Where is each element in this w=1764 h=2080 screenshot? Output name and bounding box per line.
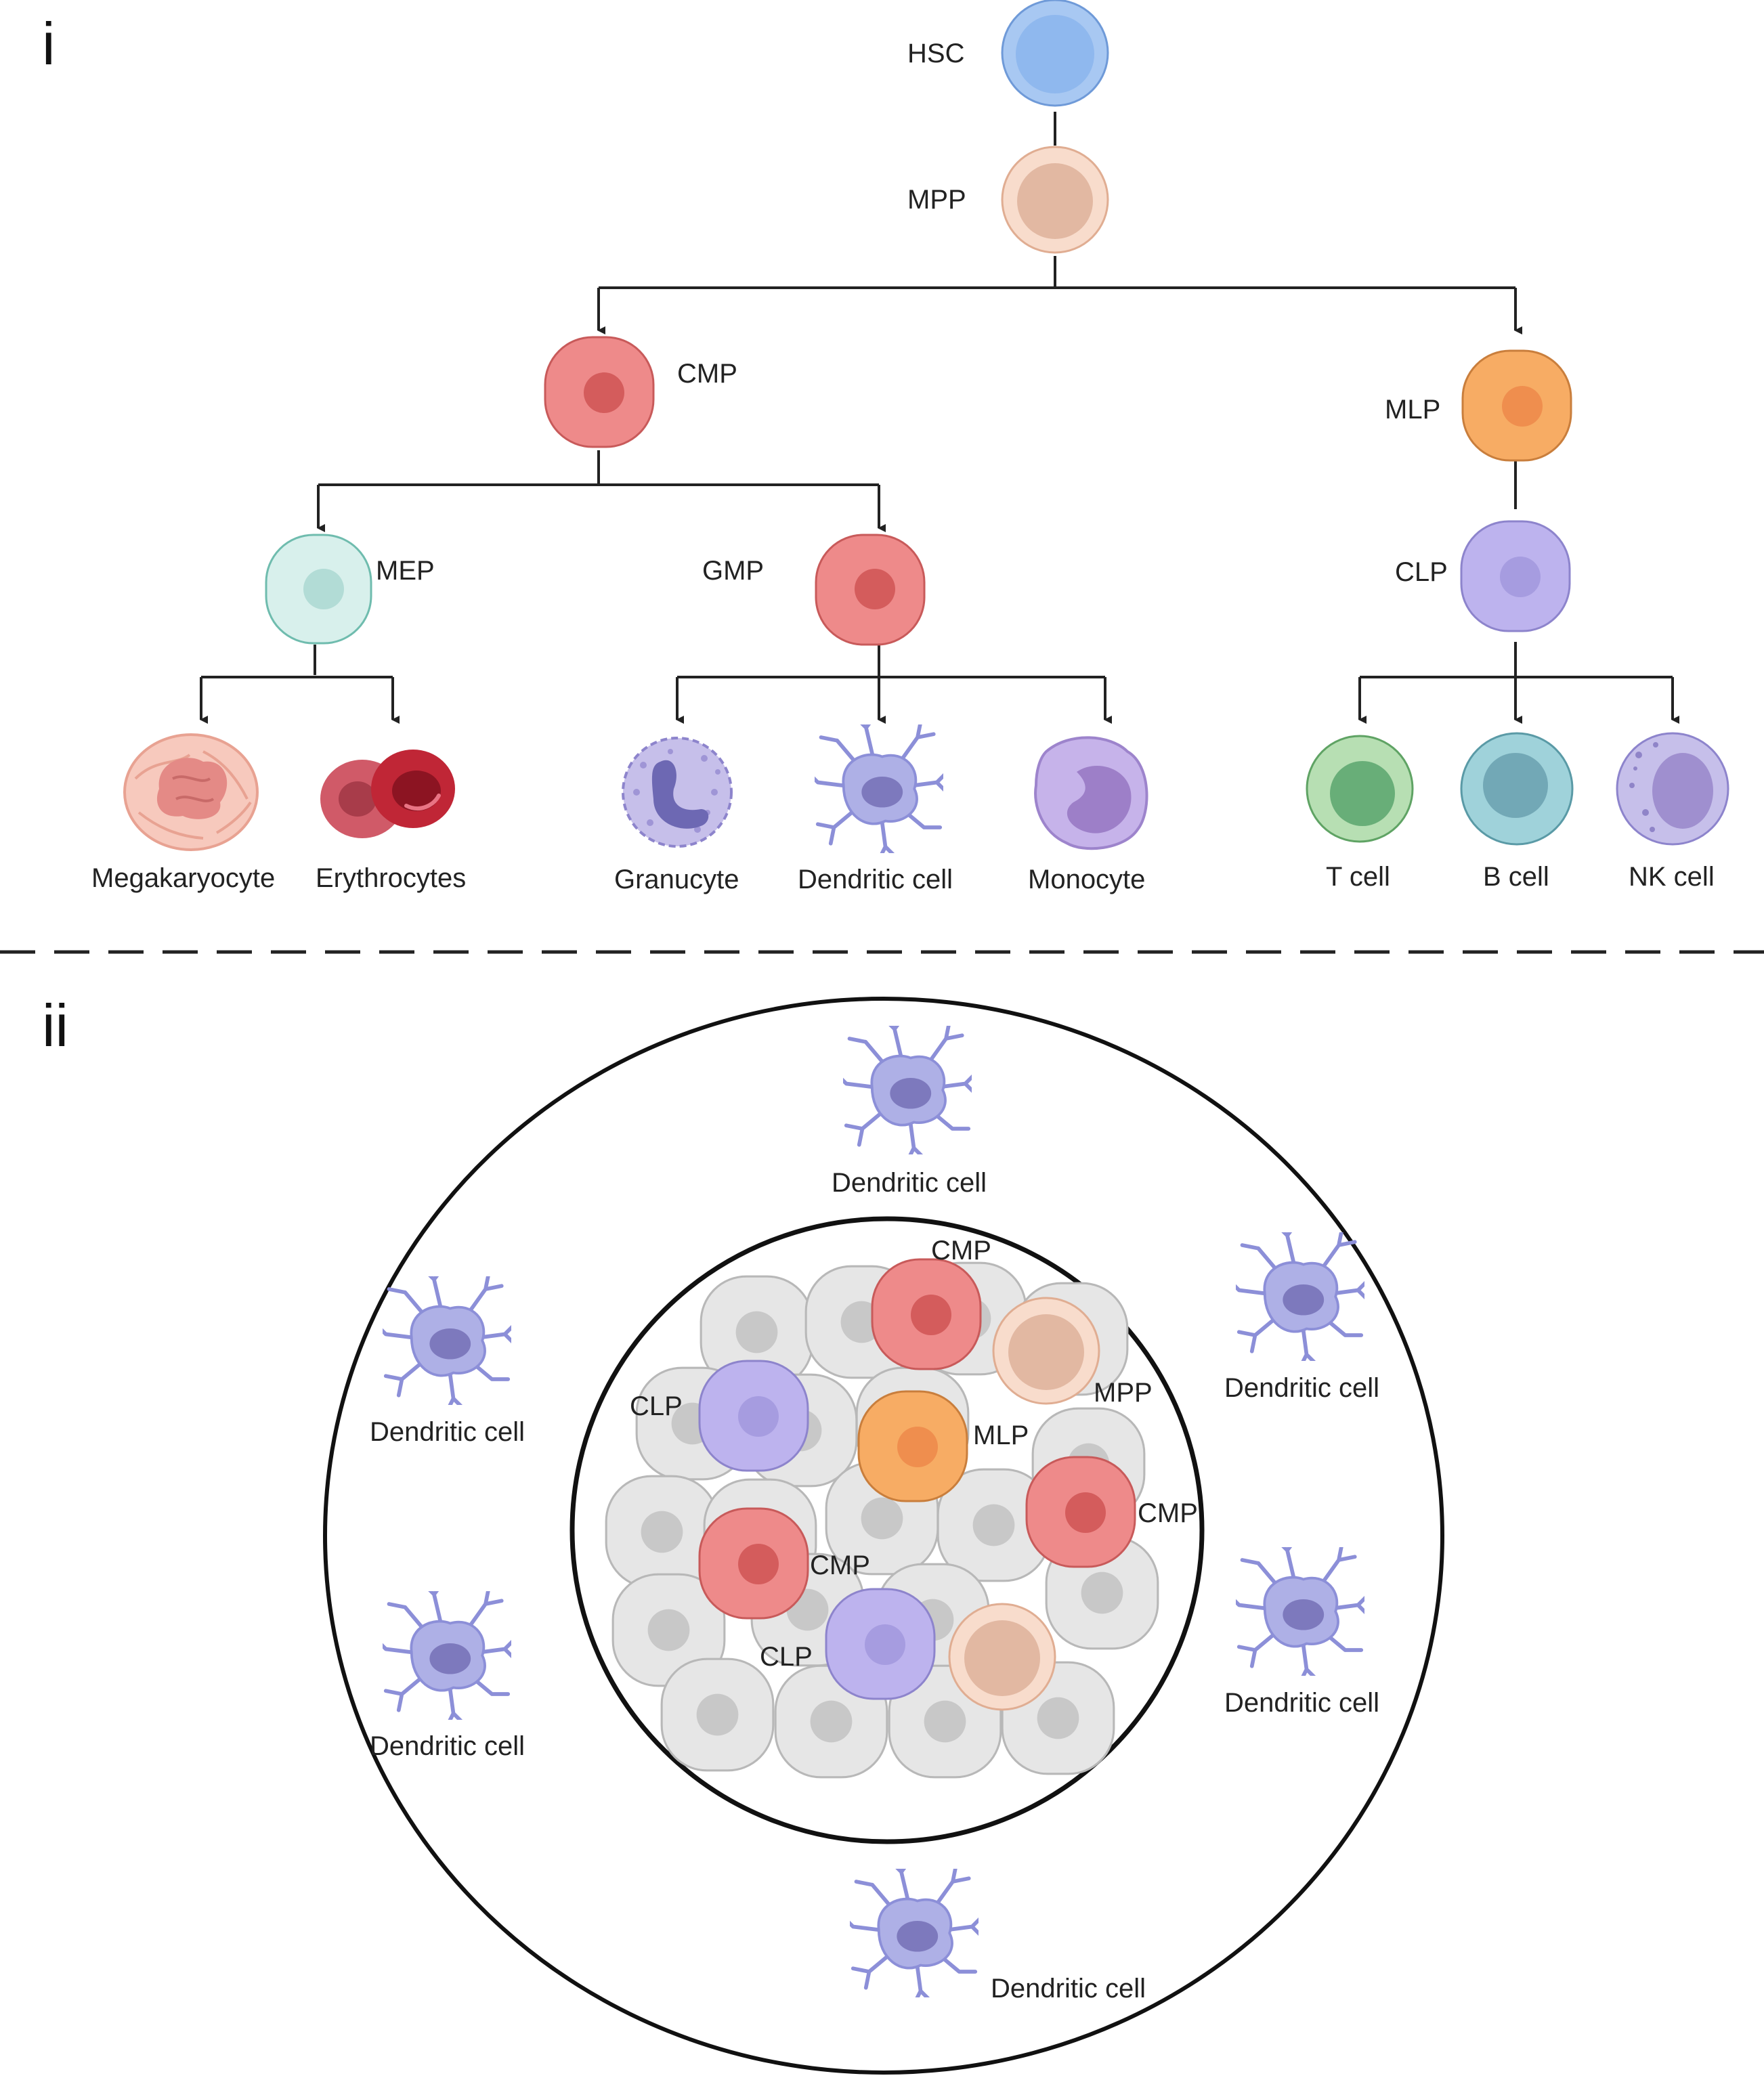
clp-cell [1460,520,1571,632]
monocyte-cell [1034,736,1148,850]
outer-dendritic-label: Dendritic cell [1224,1688,1379,1718]
cmp-label: CMP [677,359,737,389]
inner-niche-boundary [569,1216,1205,1844]
mep-label: MEP [376,556,435,586]
outer-dendritic-label: Dendritic cell [832,1168,987,1198]
niche-clp-bottom-label: CLP [760,1642,813,1672]
niche-cmp-mid [698,1507,809,1620]
mlp-cell [1461,349,1572,462]
niche-mpp-label: MPP [1094,1378,1153,1408]
niche-clp-bottom [825,1588,936,1700]
hsc-label: HSC [907,39,964,68]
granucyte-label: Granucyte [614,865,739,894]
granucyte-cell [622,737,733,848]
outer-dendritic-icon [377,1582,515,1727]
b-cell [1460,732,1574,846]
outer-niche-boundary [323,997,1444,2075]
panel-i-label: i [42,10,56,77]
t-cell [1306,735,1414,843]
lineage-connectors [200,112,1679,724]
mpp-cell [1001,146,1109,254]
erythrocytes-cell [320,750,455,838]
hsc-cell [1001,0,1109,107]
niche-cmp-mid-label: CMP [810,1551,870,1580]
nk-cell-label: NK cell [1629,862,1715,892]
megakaryocyte-label: Megakaryocyte [91,863,275,893]
dendritic-cell-label: Dendritic cell [798,865,953,894]
b-cell-label: B cell [1483,862,1549,892]
gmp-label: GMP [702,556,764,586]
dendritic-cell-icon [809,715,947,860]
t-cell-label: T cell [1326,862,1390,892]
outer-dendritic-icon [1230,1538,1368,1683]
niche-mpp [992,1297,1100,1405]
niche-cmp-top-label: CMP [931,1236,991,1265]
mlp-label: MLP [1385,395,1440,425]
mpp-label: MPP [907,185,966,215]
mep-cell [265,534,372,645]
outer-dendritic-icon [1230,1223,1368,1368]
outer-dendritic-icon [844,1859,982,2004]
nk-cell [1616,732,1729,846]
niche-clp-left-label: CLP [630,1391,683,1421]
niche-cmp-right [1025,1456,1136,1568]
erythrocytes-label: Erythrocytes [316,863,466,893]
outer-dendritic-label: Dendritic cell [1224,1373,1379,1403]
outer-dendritic-icon [837,1016,975,1161]
megakaryocyte-cell [123,733,259,851]
monocyte-label: Monocyte [1028,865,1145,894]
cmp-cell [544,336,655,448]
niche-mlp-label: MLP [973,1421,1029,1450]
outer-dendritic-label: Dendritic cell [370,1731,525,1761]
niche-mlp [857,1390,968,1502]
outer-dendritic-icon [377,1267,515,1412]
niche-cmp-right-label: CMP [1138,1498,1198,1528]
niche-clp-left [698,1360,809,1472]
gmp-cell [815,534,926,646]
clp-label: CLP [1395,557,1448,587]
outer-dendritic-label: Dendritic cell [370,1417,525,1447]
niche-cmp-top [871,1258,982,1370]
panel-ii-label: ii [42,992,68,1059]
niche-mpp-bottom [948,1603,1056,1711]
outer-dendritic-label: Dendritic cell [991,1974,1146,2003]
